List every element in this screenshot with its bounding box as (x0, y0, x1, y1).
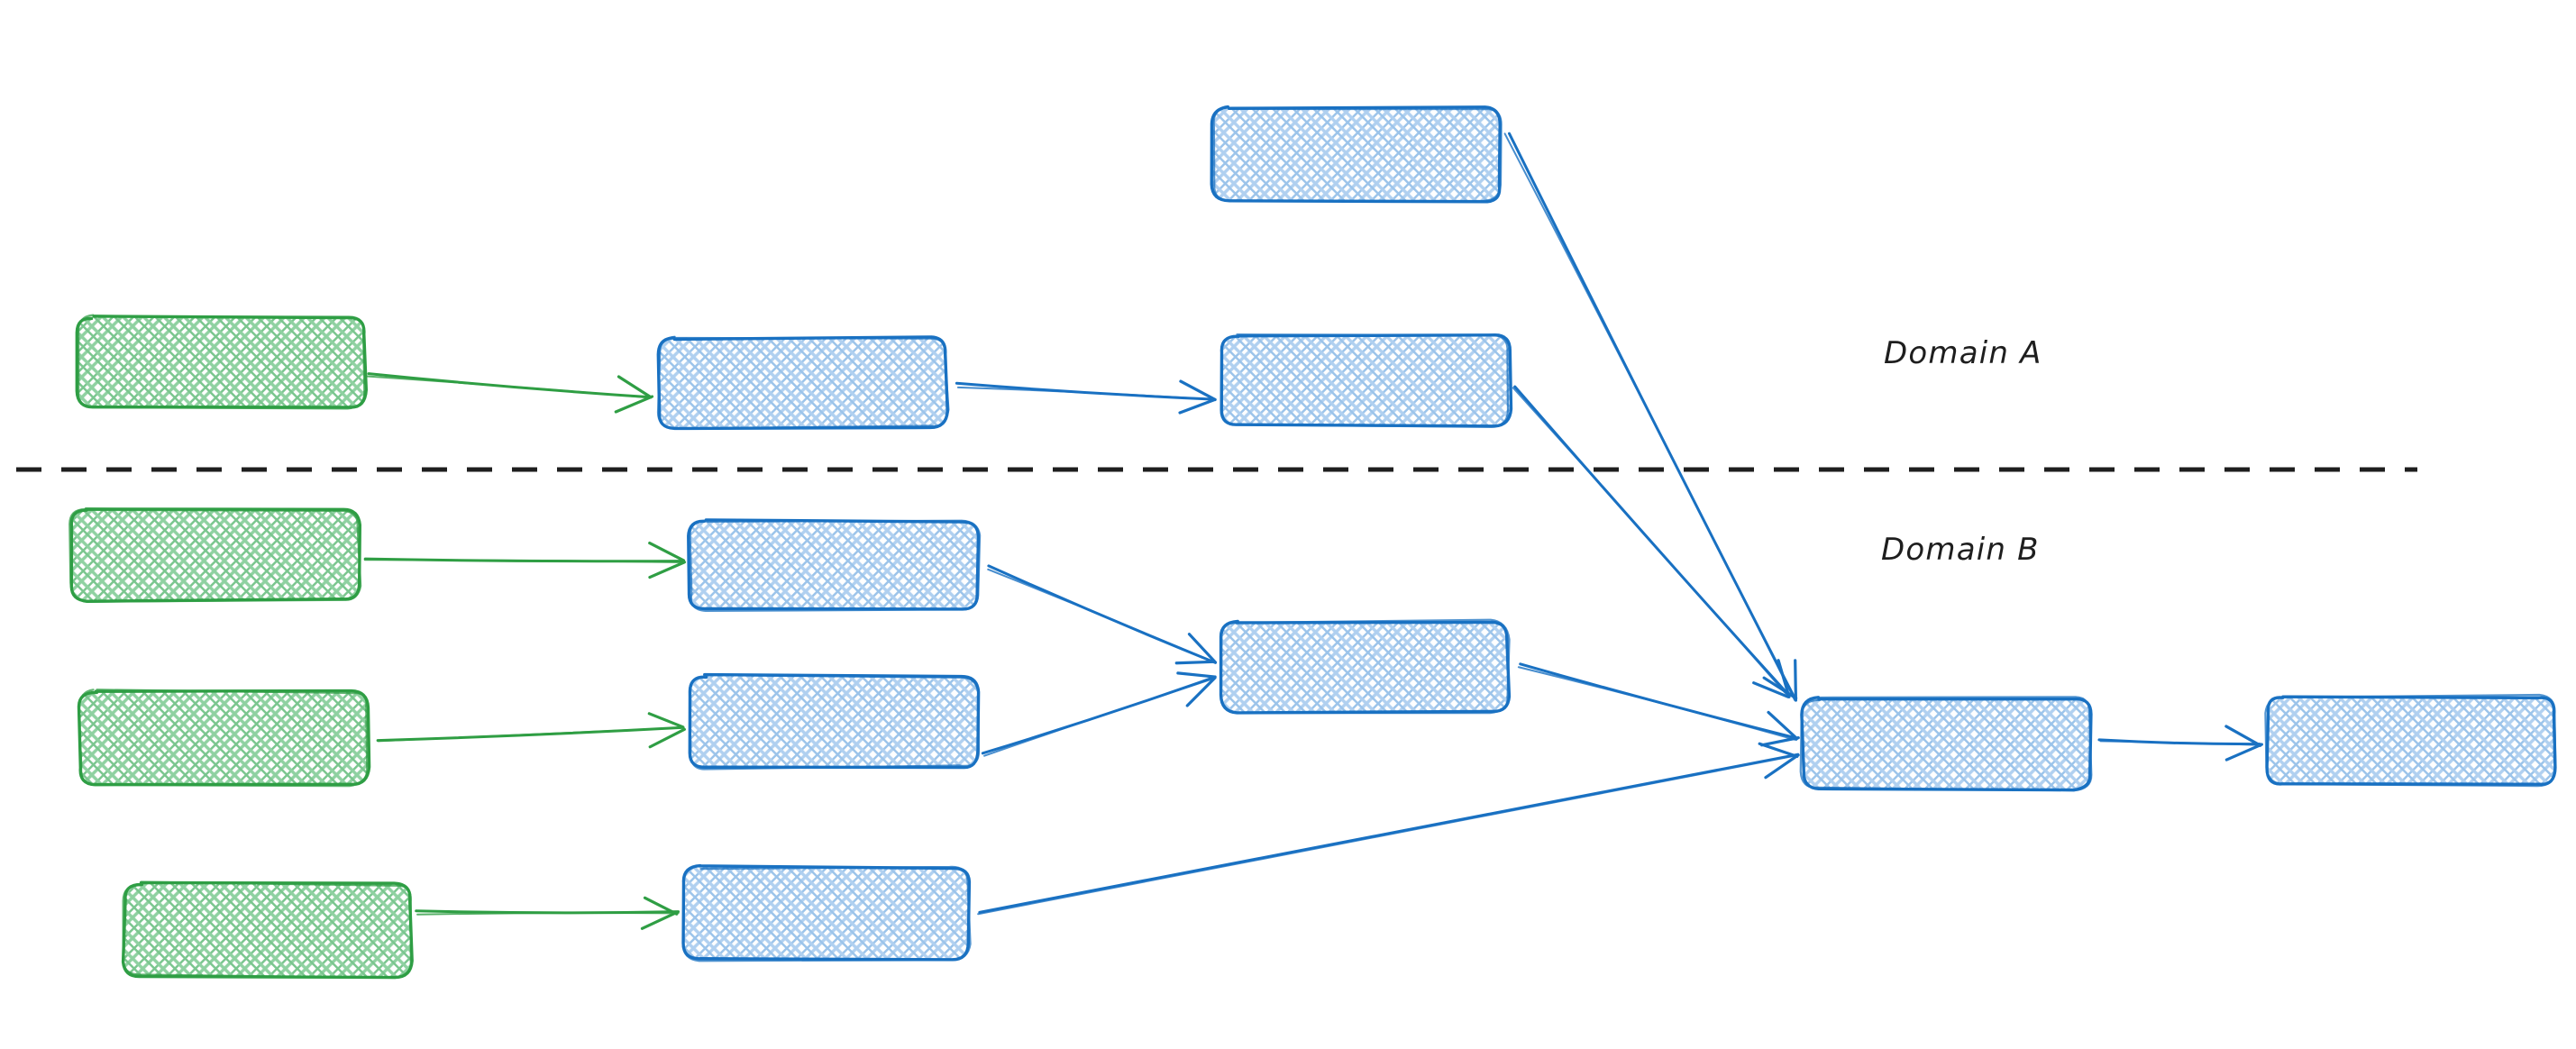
arrowhead-stroke (1179, 379, 1217, 402)
node-fill (1212, 108, 1501, 201)
node-fill (1221, 335, 1510, 425)
node-fill (658, 338, 946, 428)
arrowhead-stroke (1174, 660, 1216, 665)
node-fill (690, 521, 978, 609)
edge-line (1513, 385, 1790, 697)
edge-b_b2-to-b_mid[interactable] (981, 671, 1217, 757)
node-fill (690, 676, 978, 768)
arrowhead-stroke (1176, 671, 1217, 679)
edge-line (363, 559, 684, 564)
arrowhead-stroke (1752, 681, 1790, 698)
arrowhead-stroke (643, 896, 679, 916)
edge-g3-to-b_b2[interactable] (376, 712, 686, 749)
node-fill (1221, 622, 1508, 712)
edge-line (1519, 662, 1799, 740)
edge-line (377, 726, 685, 743)
node-outline (681, 864, 972, 962)
node-b_b1[interactable] (687, 518, 982, 613)
node-b_b3[interactable] (681, 863, 972, 962)
node-b_a1[interactable] (656, 335, 950, 431)
node-g1[interactable] (75, 314, 369, 410)
node-outline (1212, 106, 1503, 203)
node-b_end[interactable] (2264, 693, 2557, 788)
edge-b_b3-to-b_hub[interactable] (977, 742, 1800, 916)
edge-line (2099, 740, 2262, 746)
edge-line (981, 675, 1217, 755)
edge-b_mid-to-b_hub[interactable] (1517, 662, 1800, 747)
arrowhead-stroke (2224, 743, 2263, 762)
arrowhead-stroke (640, 910, 679, 930)
edge-b_a2-to-b_hub[interactable] (1512, 385, 1791, 698)
edge-line (956, 386, 1216, 401)
node-b_hub[interactable] (1799, 696, 2093, 792)
domain-b-label: Domain B (1881, 532, 2040, 568)
node-outline (77, 689, 369, 788)
arrowhead-stroke (1767, 710, 1799, 741)
node-outline (688, 673, 980, 771)
node-outline (122, 880, 412, 980)
edges-layer (363, 132, 2263, 930)
arrowhead-stroke (1777, 659, 1791, 698)
arrowhead-stroke (1758, 742, 1799, 759)
arrowhead-stroke (617, 375, 652, 398)
edge-line (1517, 666, 1797, 742)
node-outline (1219, 333, 1510, 428)
node-fill (70, 510, 359, 600)
arrowhead-stroke (614, 395, 654, 414)
node-b_mid[interactable] (1219, 618, 1512, 715)
node-g2[interactable] (69, 507, 362, 603)
node-fill (1803, 698, 2091, 789)
node-outline (69, 508, 362, 603)
node-outline (689, 519, 982, 613)
node-g3[interactable] (77, 689, 371, 788)
domain-a-label: Domain A (1884, 335, 2042, 371)
node-fill (79, 691, 368, 784)
edge-b_a1-to-b_a2[interactable] (955, 379, 1217, 415)
node-outline (2264, 693, 2557, 788)
edge-line (983, 677, 1217, 757)
node-outline (656, 335, 950, 430)
edge-b_b1-to-b_mid[interactable] (987, 564, 1218, 665)
edge-line (416, 912, 680, 916)
node-outline (77, 314, 366, 410)
nodes-layer (69, 105, 2557, 980)
edge-b_hub-to-b_end[interactable] (2097, 725, 2263, 762)
node-outline (1219, 618, 1511, 715)
arrowhead-stroke (1759, 736, 1800, 747)
node-fill (2267, 697, 2555, 785)
arrowhead-stroke (1794, 659, 1798, 702)
node-b_top[interactable] (1210, 105, 1503, 204)
edge-line (365, 375, 653, 399)
edge-line (977, 754, 1799, 916)
arrowhead-stroke (648, 561, 687, 579)
arrowhead-stroke (648, 541, 686, 562)
edge-b_top-to-b_hub[interactable] (1503, 132, 1798, 702)
arrowhead-stroke (648, 727, 686, 749)
edge-g2-to-b_b1[interactable] (363, 541, 687, 579)
edge-g1-to-b_a1[interactable] (365, 372, 654, 414)
node-fill (77, 317, 365, 407)
edge-g4-to-b_b3[interactable] (415, 896, 681, 930)
node-outline (1799, 696, 2093, 792)
node-fill (683, 867, 968, 960)
edge-line (987, 568, 1216, 663)
arrowhead-stroke (1187, 633, 1218, 664)
arrowhead-stroke (2224, 725, 2262, 747)
arrowhead-stroke (1178, 398, 1216, 415)
arrowhead-stroke (1764, 753, 1800, 780)
node-fill (124, 884, 411, 977)
edge-line (1512, 387, 1789, 698)
edge-line (1503, 132, 1796, 701)
arrowhead-stroke (647, 712, 685, 729)
node-b_a2[interactable] (1219, 333, 1513, 428)
arrowhead-stroke (1185, 676, 1217, 707)
node-b_b2[interactable] (688, 672, 981, 771)
node-g4[interactable] (121, 880, 414, 980)
